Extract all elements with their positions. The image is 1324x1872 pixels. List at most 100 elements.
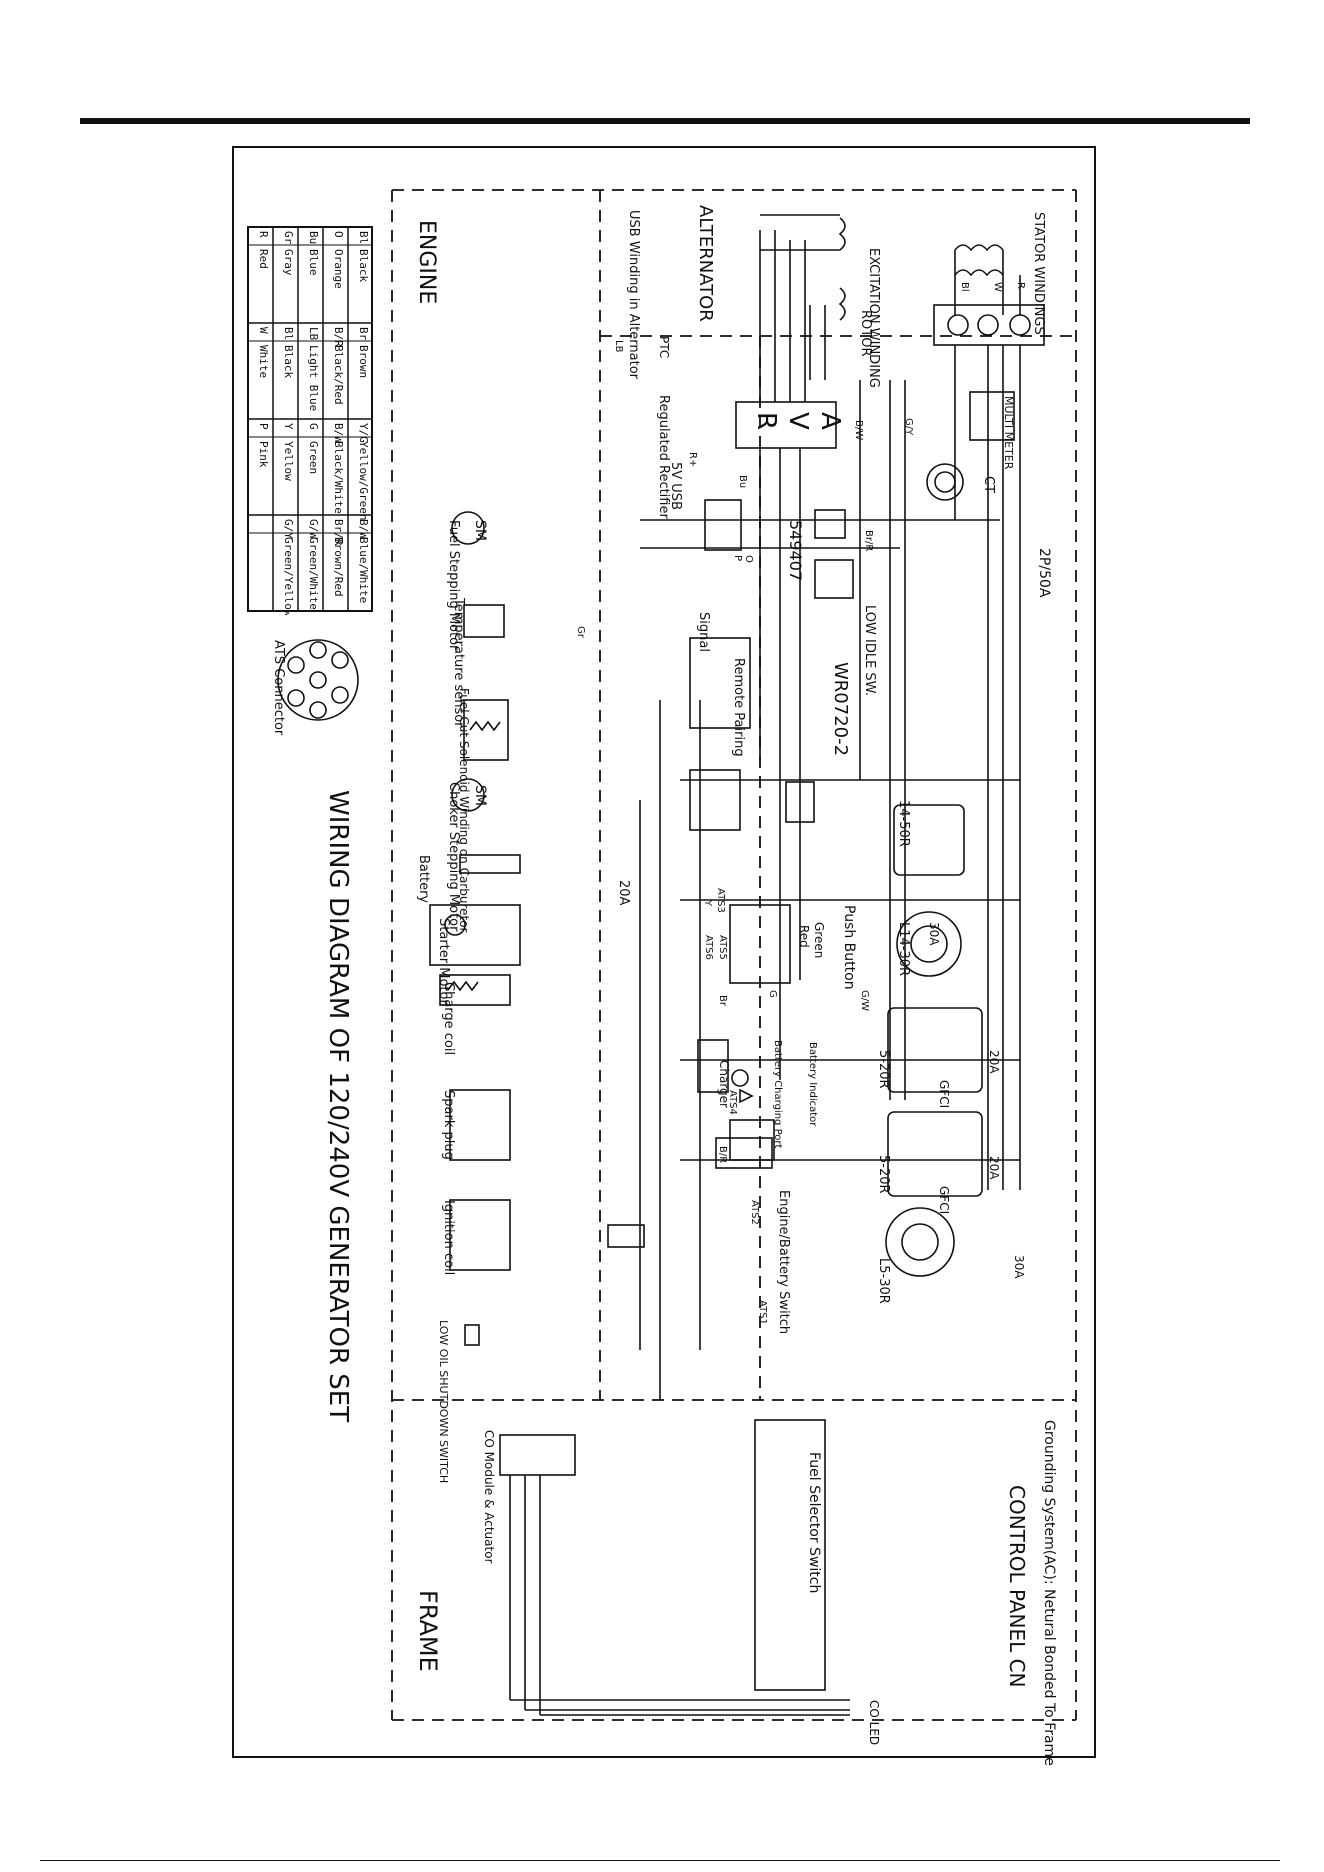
wire-label: P	[732, 555, 743, 561]
choker-label: Choker Stepping Motor	[446, 782, 461, 932]
section-alternator: ALTERNATOR	[695, 205, 716, 322]
remote-pairing-label: Remote Pairing	[731, 658, 746, 757]
legend-color-name: Light Blue	[307, 345, 320, 411]
ats-connector-drawing	[277, 639, 359, 721]
legend-color-name: Black	[357, 249, 370, 282]
wr-label: WR0720-2	[830, 662, 851, 756]
section-engine: ENGINE	[414, 220, 439, 304]
usb-winding-label: USB Winding in Alternator	[626, 210, 641, 380]
legend-code: B/R	[332, 327, 345, 347]
wire-label: R	[1015, 282, 1026, 289]
rotor-label: ROTOR	[858, 310, 873, 356]
legend-code: P	[257, 423, 270, 430]
legend-color-name: Brown/Red	[332, 537, 345, 597]
engine-components	[429, 511, 645, 1346]
avr-r-label: R	[751, 412, 781, 430]
amp-20-b: 20A	[987, 1156, 1001, 1180]
receptacle-l5-30r: L5-30R	[876, 1258, 891, 1304]
ignition-coil-label: Ignition coil	[441, 1200, 456, 1275]
receptacle-5-20r-a: 5-20R	[876, 1050, 891, 1089]
wire-label: Bl	[959, 282, 970, 292]
receptacle-14-50r: 14-50R	[896, 800, 911, 847]
color-legend-table: BlBlackBrBrownY/GYellow/GreenB/WBlue/Whi…	[247, 226, 373, 615]
avr-box	[735, 401, 837, 449]
section-frame: FRAME	[414, 1590, 442, 1672]
legend-color-name: Green	[307, 441, 320, 474]
legend-code: Y	[282, 423, 295, 430]
sm-choker-label: SM	[472, 785, 488, 806]
multimeter-box	[969, 391, 1015, 441]
legend-color-name: Green/Yellow	[282, 537, 295, 615]
ct-label: CT	[981, 476, 996, 493]
receptacle-5-20r-b: 5-20R	[876, 1155, 891, 1194]
legend-code: W	[257, 327, 270, 334]
legend-code: B/W	[332, 423, 345, 443]
fuse-20a-label: 20A	[616, 880, 631, 906]
legend-code: Bl	[282, 327, 295, 340]
ats-connector-label: ATS Connector	[271, 640, 286, 736]
legend-code: Br/R	[332, 519, 345, 546]
excitation-winding	[760, 214, 846, 380]
legend-code: Y/G	[357, 423, 370, 443]
ptc-label: PTC	[657, 336, 671, 358]
header-rule	[80, 118, 1250, 124]
legend-color-name: Blue	[307, 249, 320, 276]
connectors	[689, 499, 854, 1161]
frame-items	[499, 1419, 850, 1716]
legend-code: R	[257, 231, 270, 238]
diagram-frame	[232, 146, 1096, 1758]
legend-code: G/Y	[282, 519, 295, 539]
legend-code: O	[332, 231, 345, 238]
legend-code: Bl	[357, 231, 370, 244]
legend-color-name: Orange	[332, 249, 345, 289]
wire-label: Br/R	[863, 530, 874, 551]
ats6-label: ATS6	[703, 935, 714, 960]
wire-label: G/W	[859, 990, 870, 1011]
legend-code: G	[307, 423, 320, 430]
co-led-label: CO LED	[867, 1700, 881, 1745]
main-wires	[639, 230, 1021, 1400]
gfci-a-label: GFCI	[937, 1080, 951, 1108]
green-label: Green	[812, 922, 826, 958]
low-idle-label: LOW IDLE SW.	[862, 605, 877, 696]
rectifier-label: Regulated Rectifier	[656, 395, 671, 519]
stator-windings	[933, 244, 1045, 346]
avr-v-label: V	[783, 412, 813, 430]
battery-indicator-label: Battery Indicator	[807, 1042, 818, 1127]
legend-color-name: Brown	[357, 345, 370, 378]
wire-label: Gr	[575, 626, 586, 639]
receptacle-l14-30r: L14-30R	[896, 922, 911, 976]
legend-color-name: Blue/White	[357, 537, 370, 603]
legend-code: LB	[307, 327, 320, 341]
stator-label: STATOR WINDINGS	[1031, 212, 1046, 335]
wire-label: B/R	[717, 1146, 728, 1163]
legend-color-name: Yellow/Green	[357, 441, 370, 520]
amp-30-a: 30A	[927, 922, 941, 946]
excitation-label: EXCITATION WINDING	[866, 248, 881, 388]
wire-label: G	[767, 990, 778, 998]
wire-label: B/W	[853, 420, 864, 440]
ats4-label: ATS4	[727, 1090, 738, 1115]
legend-color-name: Gray	[282, 249, 295, 276]
spark-plug-label: Spark plug	[441, 1090, 456, 1160]
charger-label: Charger	[717, 1060, 731, 1108]
legend-color-name: Green/White	[307, 537, 320, 610]
legend-color-name: Black	[282, 345, 295, 378]
wire-label: LB	[613, 340, 624, 353]
receptacles	[885, 804, 983, 1277]
ats2-label: ATS2	[749, 1200, 760, 1225]
diagram-title: WIRING DIAGRAM OF 120/240V GENERATOR SET	[323, 790, 353, 1422]
module-549407-label: 549407	[786, 520, 805, 581]
push-button-label: Push Button	[841, 905, 857, 990]
grounding-note: Grounding System(AC): Netural Bonded To …	[1041, 1420, 1057, 1766]
amp-20-a: 20A	[987, 1050, 1001, 1074]
low-oil-label: LOW OIL SHUTDOWN SWITCH	[437, 1320, 450, 1483]
legend-color-name: Yellow	[282, 441, 295, 481]
charge-coil-label: Charge coil	[441, 982, 456, 1055]
legend-code: B/W	[357, 519, 370, 539]
wire-label: O	[743, 555, 754, 563]
amp-30-b: 30A	[1012, 1255, 1026, 1279]
ct-ring	[926, 463, 964, 501]
